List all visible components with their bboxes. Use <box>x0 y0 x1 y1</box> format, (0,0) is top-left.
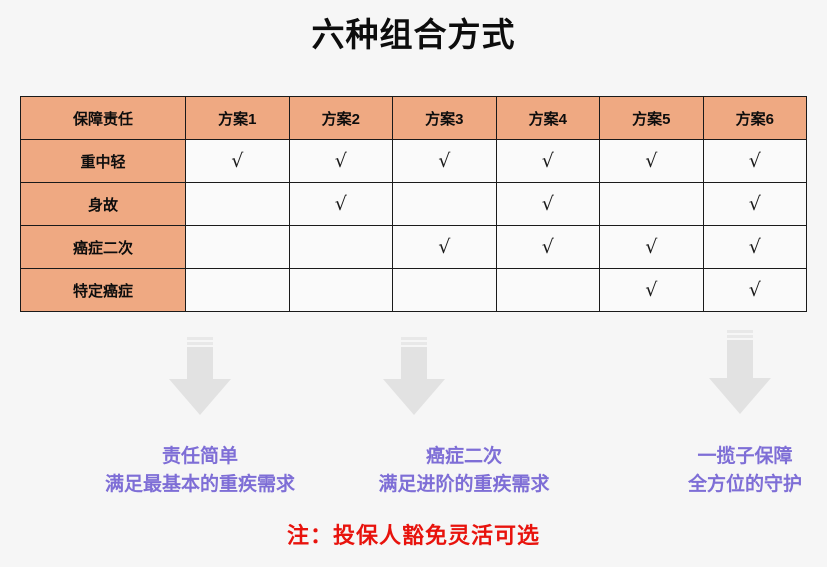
cell-r0-c5: √ <box>599 139 704 183</box>
row-label-3: 特定癌症 <box>20 268 186 312</box>
caption-plan3-line1: 癌症二次 <box>425 446 502 467</box>
arrow-shaft-line <box>401 342 427 345</box>
cell-r1-c4: √ <box>495 182 600 226</box>
table-row: 特定癌症 √ √ <box>20 268 807 312</box>
cell-r2-c6: √ <box>702 225 807 269</box>
column-header-plan5: 方案5 <box>599 96 704 140</box>
cell-r2-c5: √ <box>599 225 704 269</box>
cell-r0-c6: √ <box>702 139 807 183</box>
cell-r3-c3 <box>392 268 497 312</box>
down-arrow-icon <box>383 337 445 415</box>
arrow-head <box>709 378 771 414</box>
arrow-shaft-line <box>727 335 753 338</box>
cell-r1-c2: √ <box>288 182 393 226</box>
cell-r1-c1 <box>185 182 290 226</box>
cell-r0-c4: √ <box>495 139 600 183</box>
caption-plan6-line2: 全方位的守护 <box>687 473 802 495</box>
table-row: 癌症二次 √ √ √ √ <box>20 225 807 269</box>
down-arrow-icon <box>169 337 231 415</box>
caption-plan6-line1: 一揽子保障 <box>697 446 793 467</box>
arrow-shaft-line <box>187 337 213 340</box>
table-header-row: 保障责任 方案1 方案2 方案3 方案4 方案5 方案6 <box>20 96 807 140</box>
cell-r2-c3: √ <box>392 225 497 269</box>
arrow-shaft-line <box>727 330 753 333</box>
arrow-shaft <box>401 347 427 379</box>
cell-r1-c3 <box>392 182 497 226</box>
row-label-1: 身故 <box>20 182 186 226</box>
column-header-plan1: 方案1 <box>185 96 290 140</box>
cell-r3-c4 <box>495 268 600 312</box>
table-row: 身故 √ √ √ <box>20 182 807 226</box>
cell-r2-c4: √ <box>495 225 600 269</box>
down-arrow-icon <box>709 330 771 414</box>
column-header-responsibility: 保障责任 <box>20 96 186 140</box>
plan-comparison-table: 保障责任 方案1 方案2 方案3 方案4 方案5 方案6 重中轻 √ √ √ √… <box>20 96 807 312</box>
cell-r1-c5 <box>599 182 704 226</box>
arrow-head <box>383 379 445 415</box>
cell-r0-c2: √ <box>288 139 393 183</box>
arrow-head <box>169 379 231 415</box>
cell-r3-c6: √ <box>702 268 807 312</box>
cell-r3-c2 <box>288 268 393 312</box>
arrow-shaft-line <box>187 342 213 345</box>
caption-plan1-line1: 责任简单 <box>161 446 238 467</box>
cell-r1-c6: √ <box>702 182 807 226</box>
caption-plan1-line2: 满足最基本的重疾需求 <box>104 473 295 495</box>
caption-plan3-line2: 满足进阶的重疾需求 <box>378 473 550 495</box>
cell-r3-c5: √ <box>599 268 704 312</box>
table-row: 重中轻 √ √ √ √ √ √ <box>20 139 807 183</box>
cell-r0-c1: √ <box>185 139 290 183</box>
cell-r2-c1 <box>185 225 290 269</box>
column-header-plan3: 方案3 <box>392 96 497 140</box>
cell-r2-c2 <box>288 225 393 269</box>
arrow-shaft <box>727 340 753 378</box>
row-label-2: 癌症二次 <box>20 225 186 269</box>
column-header-plan6: 方案6 <box>702 96 807 140</box>
caption-plan3: 癌症二次 满足进阶的重疾需求 <box>320 443 608 498</box>
caption-plan6: 一揽子保障 全方位的守护 <box>665 443 825 498</box>
row-label-0: 重中轻 <box>20 139 186 183</box>
page-title: 六种组合方式 <box>311 16 516 53</box>
caption-plan1: 责任简单 满足最基本的重疾需求 <box>48 443 352 498</box>
column-header-plan4: 方案4 <box>495 96 600 140</box>
column-header-plan2: 方案2 <box>288 96 393 140</box>
arrow-shaft <box>187 347 213 379</box>
footnote-text: 注：投保人豁免灵活可选 <box>286 523 540 548</box>
cell-r3-c1 <box>185 268 290 312</box>
cell-r0-c3: √ <box>392 139 497 183</box>
arrow-shaft-line <box>401 337 427 340</box>
